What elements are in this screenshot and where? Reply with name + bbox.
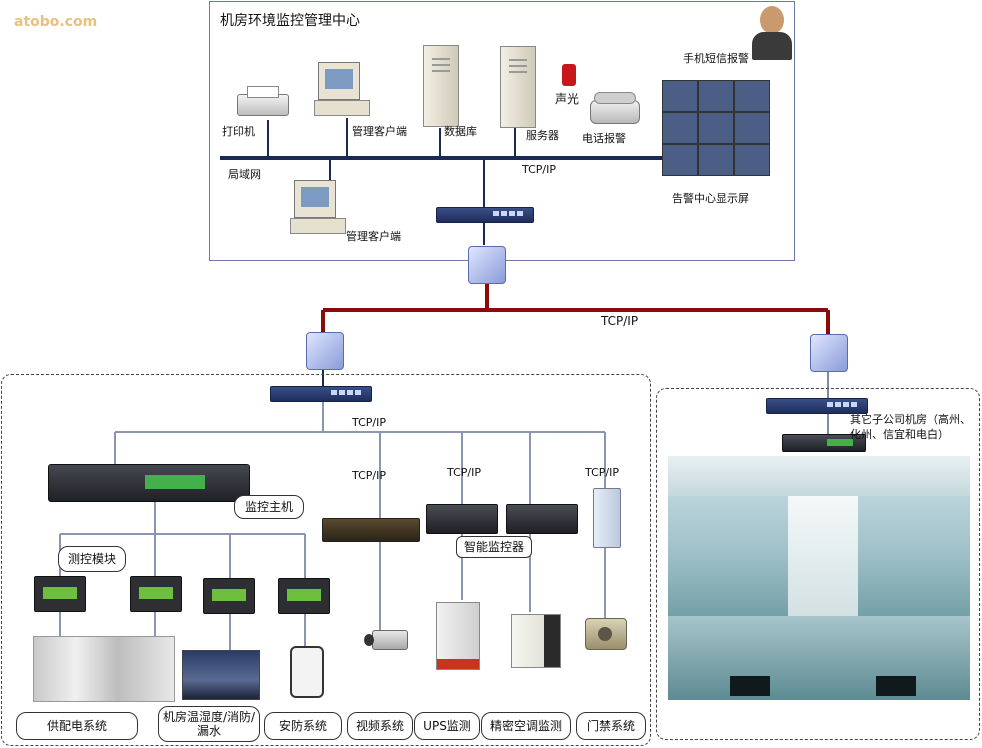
- printer-label: 打印机: [222, 125, 255, 138]
- watermark: atobo.com: [14, 14, 98, 30]
- wan-tcpip-label: TCP/IP: [601, 314, 639, 328]
- door-tcpip-label: TCP/IP: [585, 466, 619, 479]
- network-switch-icon: [436, 207, 534, 223]
- telephone-icon: [590, 92, 640, 124]
- video-encoder-icon: [322, 518, 420, 542]
- phone-alarm-label: 电话报警: [582, 132, 626, 145]
- system-label: 机房温湿度/消防/漏水: [158, 706, 260, 742]
- local-site-panel: [1, 374, 651, 746]
- system-label: 安防系统: [264, 712, 342, 740]
- access-controller-icon: [593, 488, 621, 548]
- video-tcpip-label: TCP/IP: [352, 469, 386, 482]
- system-label: 精密空调监测: [481, 712, 571, 740]
- door-lock-icon: [585, 618, 627, 650]
- server-room-corridor-photo: [668, 456, 970, 700]
- control-module-icon: [203, 578, 255, 614]
- measure-module-label: 测控模块: [58, 546, 126, 572]
- control-module-icon: [278, 578, 330, 614]
- smart-monitor-device-icon: [426, 504, 498, 534]
- center-tcpip-label: TCP/IP: [522, 163, 556, 176]
- system-label: 门禁系统: [576, 712, 646, 740]
- network-switch-icon: [270, 386, 372, 402]
- local-tcpip-label: TCP/IP: [352, 416, 386, 429]
- monitor-host-label: 监控主机: [234, 495, 304, 519]
- smart-monitor-label: 智能监控器: [456, 536, 532, 558]
- computer-icon: [314, 62, 370, 120]
- sound-light-label: 声光: [555, 92, 580, 106]
- printer-icon: [237, 86, 289, 116]
- branch-site-panel: [656, 388, 980, 740]
- center-title: 机房环境监控管理中心: [220, 13, 360, 29]
- system-label: UPS监测: [414, 712, 480, 740]
- person-phone-icon: [752, 6, 792, 60]
- power-distribution-photo: [33, 636, 175, 702]
- router-icon: [306, 332, 344, 370]
- handheld-device-icon: [290, 646, 324, 698]
- environment-monitoring-photo: [182, 650, 260, 700]
- mgmt-client-bottom-label: 管理客户端: [346, 230, 401, 243]
- server-label: 服务器: [526, 129, 559, 142]
- control-module-icon: [34, 576, 86, 612]
- branch-label: 其它子公司机房（高州、化州、信宜和电白）: [850, 413, 971, 441]
- sms-alarm-label: 手机短信报警: [683, 52, 749, 65]
- lan-label: 局域网: [228, 168, 261, 181]
- alarm-display-label: 告警中心显示屏: [672, 192, 749, 205]
- router-icon: [810, 334, 848, 372]
- router-icon: [468, 246, 506, 284]
- network-switch-icon: [766, 398, 868, 414]
- database-label: 数据库: [444, 125, 477, 138]
- control-module-icon: [130, 576, 182, 612]
- monitor-host-device-icon: [48, 464, 250, 502]
- database-server-icon: [423, 45, 459, 127]
- system-label: 视频系统: [347, 712, 413, 740]
- video-wall-icon: [662, 80, 770, 176]
- computer-icon: [290, 180, 346, 238]
- system-label: 供配电系统: [16, 712, 138, 740]
- precision-ac-unit-icon: [511, 614, 561, 668]
- ups-unit-icon: [436, 602, 480, 670]
- branch-host-device-icon: [782, 434, 866, 452]
- alarm-light-icon: [562, 64, 576, 86]
- server-icon: [500, 46, 536, 128]
- camera-icon: [364, 630, 408, 652]
- smart-monitor-device-icon: [506, 504, 578, 534]
- smart-tcpip-label: TCP/IP: [447, 466, 481, 479]
- mgmt-client-top-label: 管理客户端: [352, 125, 407, 138]
